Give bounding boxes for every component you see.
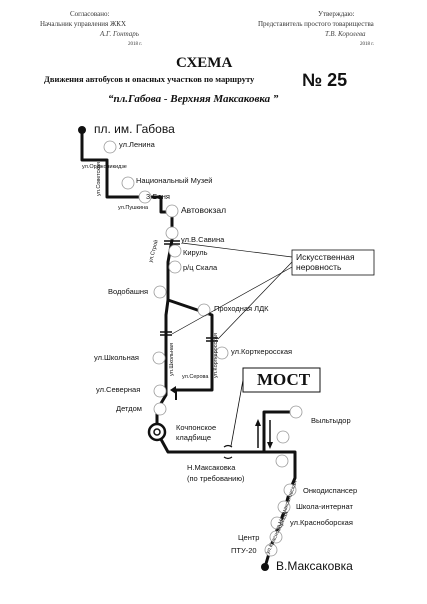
stop-avtovokzal [165,204,179,218]
label-ldk: Проходная ЛДК [214,304,269,313]
spur-arrow-up-head [255,419,261,426]
label-ptu: ПТУ-20 [231,546,257,555]
stop-onkodispanser [283,483,297,497]
confirm-position: Представитель простого товарищества [258,20,374,28]
spur-line [262,410,296,452]
label-shkolnaya: ул.Школьная [94,353,139,362]
stop-school [277,500,291,514]
label-skala: р/ц Скала [183,263,218,272]
loop-arrow [170,386,176,394]
label-school: Школа-интернат [296,502,353,511]
stop-banya [138,190,152,204]
label-sovetskaya: ул.Советская [96,162,102,196]
stop-ptu [264,543,278,557]
stop-vyltydor [289,405,303,419]
label-krasnoborskaya: ул.Красноборская [290,518,353,527]
end-marker [261,563,269,571]
stop-vyltydor-2 [276,430,290,444]
label-kirul: Кируль [183,248,208,257]
label-banya: 3-Баня [146,192,170,201]
stop-savina [165,226,179,240]
scheme-subtitle: Движения автобусов и опасных участков по… [44,74,255,84]
label-serova: ул.Серова [182,374,209,380]
label-shkolnaya-street: ул.Школьная [169,343,175,376]
label-pushkina: ул.Пушкина [118,205,149,211]
scheme-title: СХЕМА [176,55,233,71]
stop-museum [121,176,135,190]
route-number: № 25 [302,70,348,90]
label-vyltydor: Выльтыдор [311,416,351,425]
stop-lenina [103,140,117,154]
label-cemetery-1: Кочпонское [176,423,217,432]
end-stop-label: В.Максаковка [276,559,353,573]
label-center: Центр [238,533,260,542]
confirm-label: Утверждаю: [318,10,355,18]
stop-skala [168,260,182,274]
stop-ldk [197,303,211,317]
approval-label: Согласовано: [70,10,110,18]
label-lenina: ул.Ленина [119,140,155,149]
label-avtovokzal: Автовокзал [181,205,227,215]
label-onkodispanser: Онкодиспансер [303,486,358,495]
label-on-request: (по требованию) [187,474,245,483]
approval-signature: А.Г. Гонтарь [100,30,139,38]
stop-kirul [168,244,182,258]
speed-bump-marks [160,240,218,342]
callout-leaders [171,242,293,340]
label-detdom: Детдом [116,404,142,413]
confirm-signature: Т.В. Королева [325,30,366,38]
confirm-year: 2018 г. [360,42,374,47]
speed-bump-label: Искусственная неровность [296,252,355,272]
stop-vodobashnya [153,285,167,299]
label-savina: ул.В.Савина [181,235,225,244]
roundabout-inner [153,428,161,436]
route-name: “пл.Габова - Верхняя Максаковка ” [108,93,279,105]
approval-position: Начальник управления ЖКХ [40,20,127,28]
label-museum: Национальный Музей [136,176,213,185]
label-kortkerosskaya: ул.Корткеросская [231,347,293,356]
stop-kortkerosskaya [215,346,229,360]
label-n-maksakovka: Н.Максаковка [187,463,236,472]
stop-circles [103,140,303,557]
stop-detdom [153,402,167,416]
label-vodobashnya: Водобашня [108,287,149,296]
stop-krasnoborskaya [270,516,284,530]
label-severnaya: ул.Северная [96,385,141,394]
label-kortkerosskaya-street: ул.Корткеросская [213,333,219,378]
bridge-leader [230,379,244,447]
stop-center [269,530,283,544]
approval-year: 2018 г. [128,42,142,47]
start-stop-label: пл. им. Габова [94,122,175,136]
stop-severnaya [153,384,167,398]
label-ordzhonikidze: ул.Орджоникидзе [82,164,127,170]
start-marker [78,126,86,134]
bridge-label: МОСТ [257,370,311,389]
stop-n-maksakovka [275,454,289,468]
label-cemetery-2: кладбище [176,433,212,442]
stop-shkolnaya [152,351,166,365]
spur-arrow-down-head [267,442,273,449]
bridge-marker [223,444,233,460]
route-loop-line [167,298,214,392]
